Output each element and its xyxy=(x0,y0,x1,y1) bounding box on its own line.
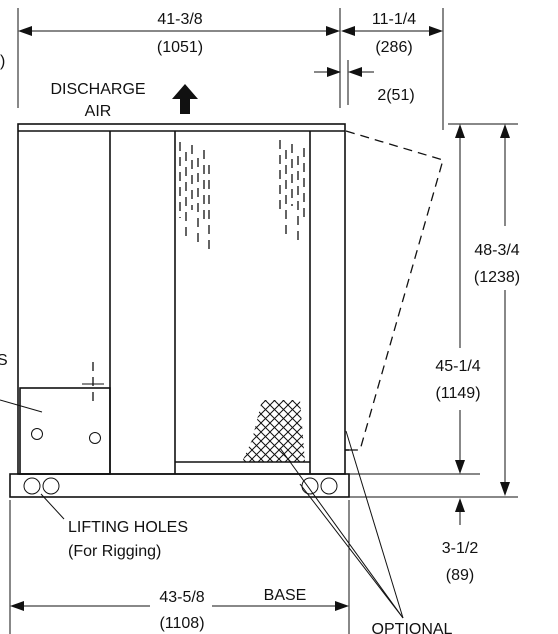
base-width-dimension xyxy=(9,500,350,634)
panel-depth-label: 11-1/4 xyxy=(372,11,416,28)
panel-leader xyxy=(0,399,43,413)
cabinet-height-dimension xyxy=(349,124,480,475)
base-height-mm-label: (89) xyxy=(446,567,474,584)
overall-height-label: 48-3/4 xyxy=(474,242,519,259)
panel-screw-icon xyxy=(31,428,43,440)
base-width-mm-label: (1108) xyxy=(159,615,204,632)
overall-height-dimension xyxy=(448,123,518,496)
cut-off-top-char: ) xyxy=(0,53,5,70)
base-width-label: 43-5/8 xyxy=(159,589,204,606)
optional-label: OPTIONAL xyxy=(372,621,453,634)
access-panel xyxy=(19,387,111,475)
unit-base xyxy=(9,473,350,498)
lifting-hole-icon xyxy=(320,477,338,495)
air-label: AIR xyxy=(85,103,112,120)
unit-width-label: 41-3/8 xyxy=(157,11,202,28)
offset-dimension xyxy=(314,60,374,105)
base-height-dimension xyxy=(349,496,518,525)
discharge-arrow-icon xyxy=(172,84,198,114)
lifting-hole-icon xyxy=(42,477,60,495)
offset-label: 2(51) xyxy=(377,87,414,104)
base-label: BASE xyxy=(264,587,307,604)
lifting-hole-icon xyxy=(301,477,319,495)
for-rigging-label: (For Rigging) xyxy=(68,543,161,560)
discharge-label: DISCHARGE xyxy=(50,81,145,98)
panel-depth-mm-label: (286) xyxy=(375,39,412,56)
panel-depth-dimension xyxy=(341,8,444,130)
cabinet-height-mm-label: (1149) xyxy=(435,385,480,402)
optional-grille xyxy=(242,400,305,462)
overall-height-mm-label: (1238) xyxy=(474,269,520,286)
optional-leaders xyxy=(279,430,404,619)
base-height-label: 3-1/2 xyxy=(442,540,479,557)
coil-fin-marks xyxy=(179,140,305,252)
optional-panel-outline xyxy=(345,130,444,451)
cut-off-left-char: S xyxy=(0,352,8,369)
panel-screw-icon xyxy=(89,432,101,444)
lifting-hole-icon xyxy=(23,477,41,495)
unit-width-mm-label: (1051) xyxy=(157,39,203,56)
cabinet-height-label: 45-1/4 xyxy=(435,358,480,375)
unit-width-dimension xyxy=(17,8,341,108)
lifting-holes-leader xyxy=(40,493,65,520)
lifting-holes-label: LIFTING HOLES xyxy=(68,519,188,536)
